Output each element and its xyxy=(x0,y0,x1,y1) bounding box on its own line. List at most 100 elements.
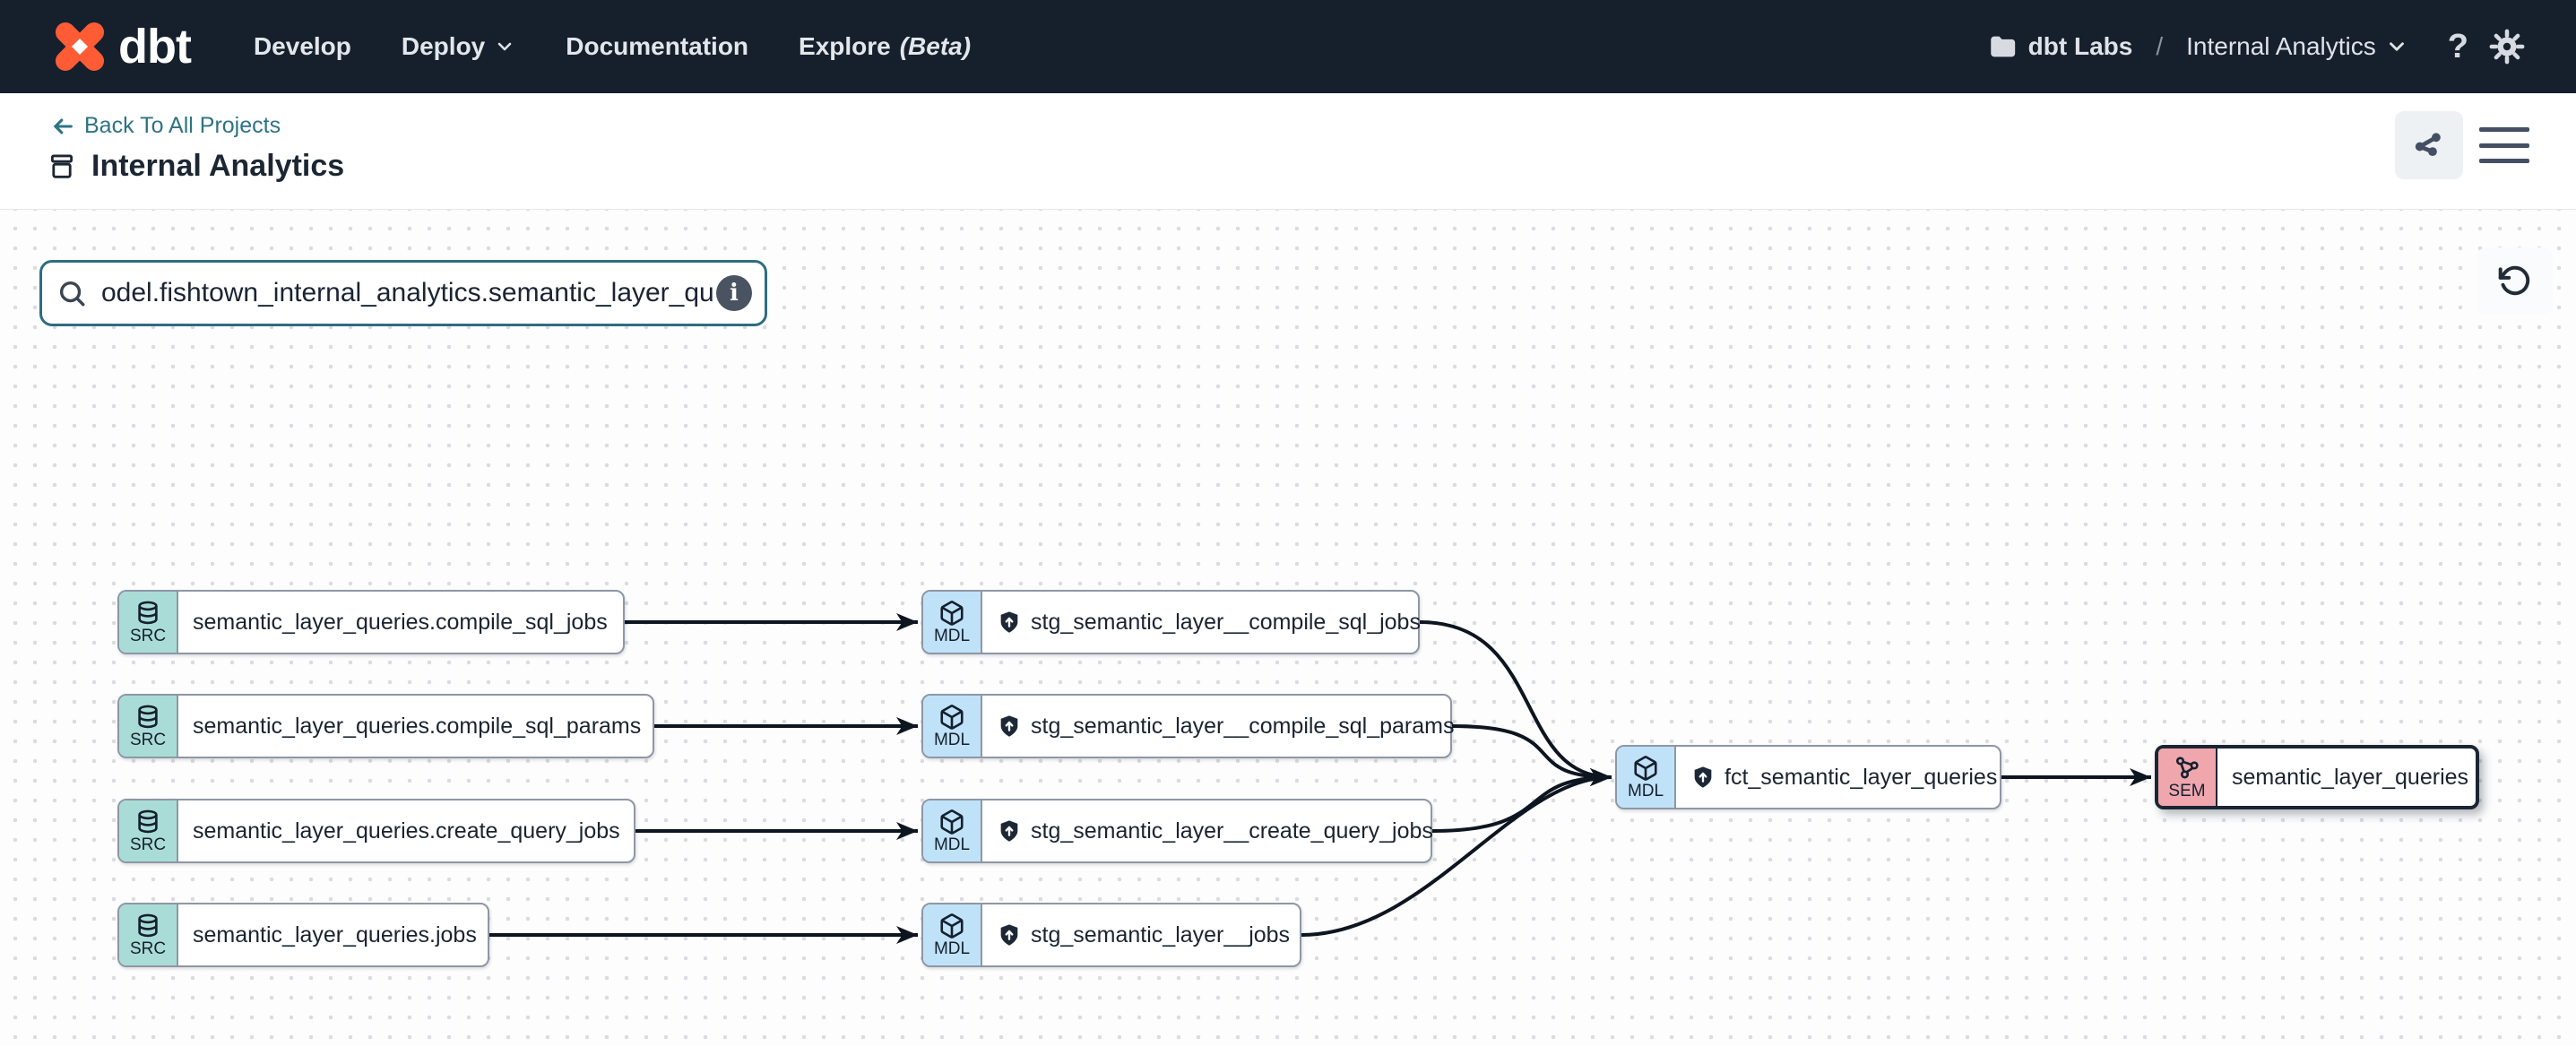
nav-item-suffix: (Beta) xyxy=(899,32,972,60)
lineage-canvas[interactable]: i SRC semantic_layer_queries.compile_sql_… xyxy=(0,210,2576,1046)
database-icon xyxy=(138,601,158,625)
nav-item-label: Documentation xyxy=(566,32,749,60)
nav-item-develop[interactable]: Develop xyxy=(254,32,351,61)
edge-mdl2-fct xyxy=(1451,724,1612,786)
search-icon xyxy=(59,281,85,307)
dbt-logo-icon xyxy=(55,22,105,72)
hamburger-menu-icon[interactable] xyxy=(2479,122,2529,169)
node-type-badge: SRC xyxy=(119,904,178,965)
node-label: stg_semantic_layer__jobs xyxy=(1031,922,1291,947)
nav-item-label: Deploy xyxy=(401,32,486,60)
cube-icon xyxy=(940,601,964,626)
node-body: semantic_layer_queries.compile_sql_param… xyxy=(178,696,653,757)
back-to-projects-link[interactable]: Back To All Projects xyxy=(50,113,281,139)
node-sem[interactable]: SEM semantic_layer_queries xyxy=(2155,745,2479,809)
node-body: fct_semantic_layer_queries xyxy=(1676,747,2010,808)
lineage-icon xyxy=(2415,133,2441,157)
node-label: semantic_layer_queries xyxy=(2232,764,2469,790)
brand-wordmark: dbt xyxy=(118,20,192,74)
node-kind-label: SEM xyxy=(2168,782,2206,800)
node-label: semantic_layer_queries.jobs xyxy=(193,922,477,947)
node-kind-label: SRC xyxy=(129,731,167,749)
project-icon xyxy=(50,154,73,178)
node-kind-label: MDL xyxy=(933,835,971,854)
node-body: semantic_layer_queries.jobs xyxy=(178,904,489,965)
account-picker[interactable]: dbt Labs xyxy=(1987,31,2132,62)
database-icon xyxy=(138,809,158,834)
node-mdl1[interactable]: MDL stg_semantic_layer__compile_sql_jobs xyxy=(921,590,1421,654)
project-picker[interactable]: Internal Analytics xyxy=(2186,32,2408,61)
title-row: Internal Analytics xyxy=(47,149,344,184)
lineage-search: i xyxy=(39,260,767,326)
nav-item-deploy[interactable]: Deploy xyxy=(402,32,515,61)
node-mdl4[interactable]: MDL stg_semantic_layer__jobs xyxy=(921,903,1301,967)
gear-icon[interactable] xyxy=(2488,28,2526,65)
node-kind-label: SRC xyxy=(129,627,167,645)
arrow-left-icon xyxy=(54,117,73,134)
node-src2[interactable]: SRC semantic_layer_queries.compile_sql_pa… xyxy=(117,694,654,758)
nav-item-explore[interactable]: Explore (Beta) xyxy=(799,32,971,61)
lineage-view-button[interactable] xyxy=(2395,111,2463,179)
node-kind-label: MDL xyxy=(933,627,971,645)
node-src4[interactable]: SRC semantic_layer_queries.jobs xyxy=(117,903,489,967)
top-nav: dbt Develop Deploy Documentation Explore (Be… xyxy=(0,0,2576,93)
database-icon xyxy=(138,705,158,729)
breadcrumb-separator: / xyxy=(2156,32,2164,60)
node-body: semantic_layer_queries.create_query_jobs xyxy=(178,800,633,861)
node-kind-label: MDL xyxy=(933,939,971,958)
dbt-logo[interactable]: dbt xyxy=(54,19,192,74)
node-body: stg_semantic_layer__create_query_jobs xyxy=(982,800,1446,861)
access-shield-icon xyxy=(1694,766,1712,788)
node-src3[interactable]: SRC semantic_layer_queries.create_query_j… xyxy=(117,799,635,863)
cube-icon xyxy=(1634,756,1657,781)
node-type-badge: MDL xyxy=(923,904,982,965)
node-label: fct_semantic_layer_queries xyxy=(1725,764,1998,790)
cube-icon xyxy=(940,809,964,835)
back-link-label: Back To All Projects xyxy=(84,113,281,138)
cube-icon xyxy=(940,705,964,730)
chevron-down-icon xyxy=(497,42,512,51)
node-label: semantic_layer_queries.compile_sql_jobs xyxy=(193,609,608,635)
page-header: Back To All Projects Internal Analytics xyxy=(0,93,2576,210)
node-type-badge: MDL xyxy=(923,800,982,861)
nav-item-label: Explore xyxy=(799,32,891,60)
node-body: stg_semantic_layer__compile_sql_jobs xyxy=(982,592,1433,653)
folder-icon xyxy=(1990,36,2015,57)
node-mdl3[interactable]: MDL stg_semantic_layer__create_query_jobs xyxy=(921,799,1433,863)
rotate-ccw-icon xyxy=(2498,265,2530,296)
node-label: stg_semantic_layer__create_query_jobs xyxy=(1031,818,1433,844)
edge-mdl3-fct xyxy=(1431,768,1612,833)
edge-mdl1-fct xyxy=(1419,620,1612,786)
semantic-model-icon xyxy=(2175,757,2199,779)
access-shield-icon xyxy=(1000,924,1018,946)
node-body: stg_semantic_layer__jobs xyxy=(982,904,1302,965)
node-label: semantic_layer_queries.create_query_jobs xyxy=(193,818,620,844)
nav-items: Develop Deploy Documentation Explore (Beta) xyxy=(254,32,971,61)
node-type-badge: SRC xyxy=(119,696,178,757)
node-kind-label: SRC xyxy=(129,835,167,854)
page-title: Internal Analytics xyxy=(91,149,345,183)
nav-item-documentation[interactable]: Documentation xyxy=(566,32,748,61)
access-shield-icon xyxy=(1000,715,1018,737)
node-body: semantic_layer_queries xyxy=(2217,748,2481,806)
cube-icon xyxy=(940,913,964,939)
nav-item-label: Develop xyxy=(253,32,351,60)
database-icon xyxy=(138,913,158,938)
edge-mdl4-fct xyxy=(1301,768,1612,937)
reset-view-button[interactable] xyxy=(2477,247,2553,314)
node-type-badge: SRC xyxy=(119,592,178,653)
node-kind-label: MDL xyxy=(933,731,971,749)
node-kind-label: SRC xyxy=(129,939,167,958)
project-label: Internal Analytics xyxy=(2186,32,2376,60)
search-input[interactable] xyxy=(99,277,716,309)
node-label: stg_semantic_layer__compile_sql_jobs xyxy=(1031,609,1421,635)
help-icon[interactable]: ? xyxy=(2447,27,2468,65)
node-type-badge: SRC xyxy=(119,800,178,861)
node-src1[interactable]: SRC semantic_layer_queries.compile_sql_jo… xyxy=(117,590,625,654)
nav-right: dbt Labs / Internal Analytics ? xyxy=(1987,28,2526,66)
node-label: semantic_layer_queries.compile_sql_param… xyxy=(193,713,642,739)
info-icon[interactable]: i xyxy=(716,275,752,311)
node-type-badge: MDL xyxy=(923,696,982,757)
